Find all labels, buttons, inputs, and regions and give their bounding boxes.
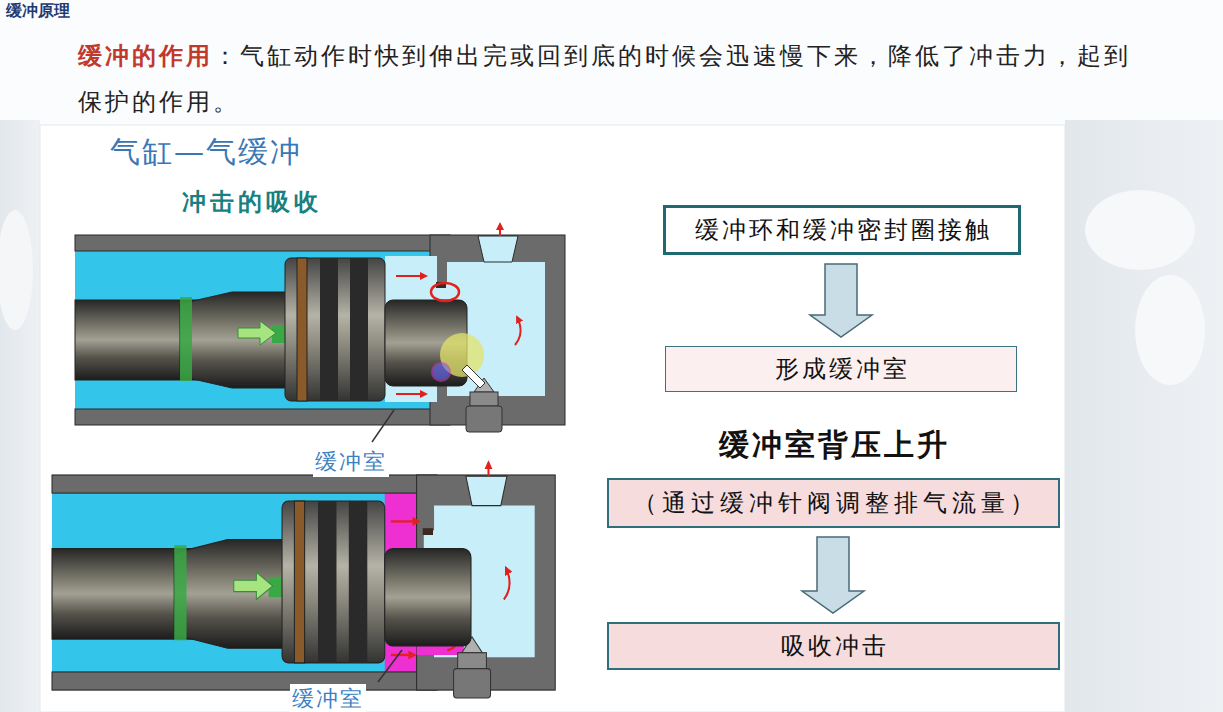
leader-line [378, 650, 402, 682]
cushion-chamber [385, 256, 545, 402]
map-watermark [1085, 190, 1195, 270]
needle-valve [470, 392, 498, 406]
flow-arrow [396, 275, 426, 277]
side-band [0, 120, 40, 712]
piston-seal [320, 258, 338, 401]
cylinder-extending [75, 224, 565, 432]
process-box: 缓冲环和缓冲密封圈接触 [663, 205, 1021, 255]
process-box: 吸收冲击 [607, 622, 1060, 670]
flow-arrow [515, 317, 521, 345]
panel-title: 气缸—气缓冲 [108, 132, 304, 173]
step-text: 形成缓冲室 [772, 353, 910, 385]
flow-arrow [391, 654, 415, 656]
process-box: 形成缓冲室 [665, 346, 1017, 392]
needle-valve [454, 669, 491, 698]
collar-mark [174, 545, 186, 640]
pen-cursor [462, 365, 485, 388]
wear-ring [294, 501, 304, 663]
map-watermark [0, 210, 33, 330]
barrel-wall [52, 475, 437, 493]
piston-seal [350, 258, 368, 401]
process-step: 缓冲室背压上升 （通过缓冲针阀调整排气流量） [607, 426, 1060, 528]
exhaust-port [466, 476, 507, 505]
flow-arrow [802, 537, 864, 613]
needle-valve [458, 653, 487, 669]
needle-valve [466, 406, 502, 432]
leader-line [372, 410, 394, 442]
flow-arrow [499, 224, 501, 236]
map-watermark [1135, 275, 1205, 385]
piston [282, 501, 385, 663]
part-label: 缓冲室 [313, 447, 389, 477]
motion-arrow [234, 572, 273, 599]
step-text: 缓冲环和缓冲密封圈接触 [692, 214, 992, 246]
panel-subtitle: 冲击的吸收 [180, 186, 324, 218]
piston-seal [318, 501, 336, 663]
body-text: ：气缸动作时快到伸出完或回到底的时候会迅速慢下来，降低了冲击力，起到保护的作用。 [78, 42, 1131, 116]
lead-term: 缓冲的作用 [78, 42, 213, 70]
slide-title: 缓冲原理 [6, 1, 70, 22]
piston [285, 258, 385, 401]
cushion-seal [423, 528, 433, 535]
side-band [1065, 120, 1223, 712]
flow-arrow [504, 568, 510, 600]
collar-mark [180, 297, 192, 381]
cushion-collar [174, 540, 285, 649]
exhaust-port [478, 236, 518, 262]
step-heading: 缓冲室背压上升 [716, 426, 950, 464]
step-text: （通过缓冲针阀调整排气流量） [628, 487, 1039, 519]
step-text: 吸收冲击 [778, 630, 889, 662]
cushion-collar [180, 292, 288, 388]
motion-arrow [238, 321, 276, 345]
wear-ring [297, 258, 307, 401]
piston-seal [349, 501, 367, 663]
air-chamber [75, 251, 435, 409]
annotation-circle [432, 363, 450, 381]
air-chamber [52, 493, 422, 672]
flow-arrow [487, 463, 489, 477]
annotation-circle [431, 283, 459, 301]
barrel-wall [75, 235, 450, 251]
cushion-ring [385, 549, 471, 646]
part-label: 缓冲室 [290, 684, 366, 712]
flow-arrow [810, 264, 872, 337]
cylinder-cushioning [52, 463, 555, 698]
content-panel [40, 125, 1065, 712]
flow-arrow [391, 520, 419, 522]
intro-paragraph: 缓冲的作用：气缸动作时快到伸出完或回到底的时候会迅速慢下来，降低了冲击力，起到保… [78, 33, 1148, 125]
flow-arrow [396, 393, 426, 395]
process-box: （通过缓冲针阀调整排气流量） [607, 478, 1060, 528]
